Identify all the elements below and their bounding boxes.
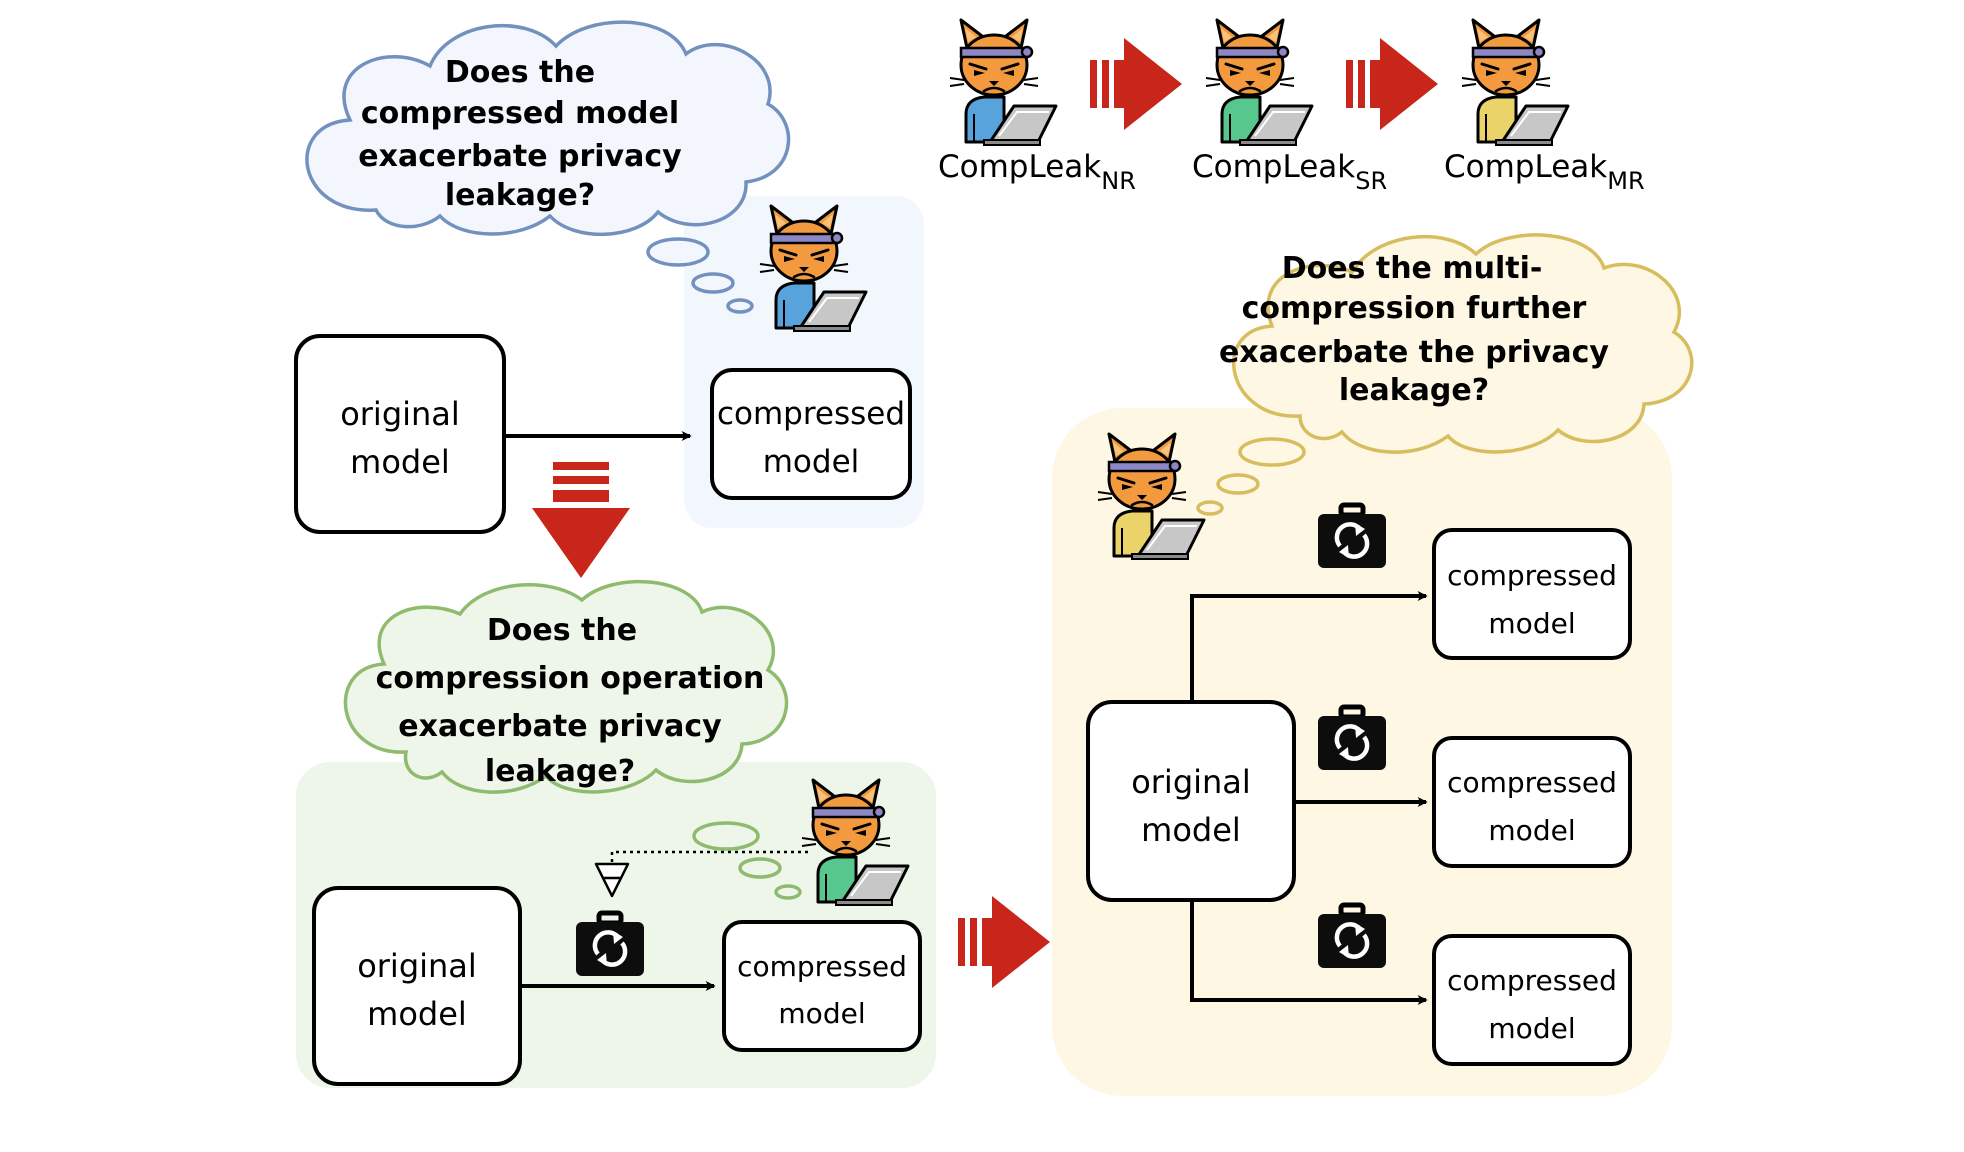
sr-question-line-4: leakage? — [485, 754, 635, 789]
mr-question-line-3: exacerbate the privacy — [1219, 335, 1609, 370]
legend-label-sr-base: CompLeak — [1192, 149, 1355, 185]
mr-compressed-3-label-line-2: model — [1488, 1012, 1575, 1045]
legend-label-nr-base: CompLeak — [938, 149, 1101, 185]
sr-compressed-model-box — [722, 920, 922, 1052]
sr-question-line-2: compression operation — [376, 661, 765, 696]
nr-compressed-model-box — [710, 368, 912, 500]
nr-thought-cloud — [305, 20, 791, 314]
legend-label-mr-sub: MR — [1607, 167, 1644, 195]
legend-attacker-icon-sr — [1204, 18, 1314, 147]
mr-compression-icon-3 — [1318, 905, 1386, 968]
mr-question-line-4: leakage? — [1339, 373, 1489, 408]
mr-compression-arrow-3 — [1190, 900, 1428, 1005]
legend-label-nr-sub: NR — [1101, 167, 1136, 195]
nr-original-model-box — [294, 334, 506, 534]
legend-label-mr: CompLeakMR — [1444, 149, 1645, 195]
nr-original-label-line-2: model — [350, 443, 450, 481]
mr-original-label-line-1: original — [1131, 763, 1251, 801]
legend-label-sr: CompLeakSR — [1192, 149, 1387, 195]
mr-original-label-line-2: model — [1141, 811, 1241, 849]
nr-question-line-1: Does the — [445, 55, 595, 90]
nr-original-label-line-1: original — [340, 395, 460, 433]
nr-compressed-label-line-1: compressed — [717, 396, 905, 432]
mr-compression-icon-1 — [1318, 505, 1386, 568]
legend-attacker-icon-mr — [1460, 18, 1570, 147]
mr-question-line-2: compression further — [1242, 291, 1587, 326]
legend-label-sr-sub: SR — [1355, 167, 1387, 195]
sr-compression-icon — [576, 913, 644, 976]
nr-question-line-2: compressed model — [361, 96, 679, 131]
sr-to-mr-stage-arrow — [958, 896, 1050, 988]
sr-thought-cloud — [343, 579, 802, 900]
nr-question-line-4: leakage? — [445, 178, 595, 213]
mr-compressed-1-label-line-1: compressed — [1447, 559, 1617, 592]
mr-compressed-2-label-line-1: compressed — [1447, 766, 1617, 799]
sr-compressed-label-line-1: compressed — [737, 950, 907, 983]
sr-compressed-label-line-2: model — [778, 997, 865, 1030]
down-stage-arrow — [532, 462, 630, 578]
mr-compressed-2-label-line-2: model — [1488, 814, 1575, 847]
nr-compressed-label-line-2: model — [763, 444, 860, 480]
mr-original-model-box — [1086, 700, 1296, 902]
mr-compressed-model-box-1 — [1432, 528, 1632, 660]
sr-question-line-1: Does the — [487, 613, 637, 648]
legend-attacker-icon-nr — [948, 18, 1058, 147]
mr-compressed-model-box-2 — [1432, 736, 1632, 868]
sr-original-label-line-2: model — [367, 995, 467, 1033]
mr-compression-icon-2 — [1318, 707, 1386, 770]
mr-compressed-model-box-3 — [1432, 934, 1632, 1066]
mr-question-line-1: Does the multi- — [1282, 251, 1543, 286]
legend-label-mr-base: CompLeak — [1444, 149, 1607, 185]
mr-compressed-3-label-line-1: compressed — [1447, 964, 1617, 997]
legend-stage-arrow-2 — [1346, 38, 1438, 130]
mr-thought-cloud — [1196, 233, 1694, 516]
sr-original-model-box — [312, 886, 522, 1086]
mr-compression-arrow-1 — [1190, 591, 1428, 702]
sr-observation-arrowhead — [594, 862, 630, 898]
sr-question-line-3: exacerbate privacy — [398, 709, 722, 744]
sr-observation-path — [610, 850, 808, 872]
legend-stage-arrow-1 — [1090, 38, 1182, 130]
legend-label-nr: CompLeakNR — [938, 149, 1136, 195]
sr-original-label-line-1: original — [357, 947, 477, 985]
mr-compressed-1-label-line-2: model — [1488, 607, 1575, 640]
nr-question-line-3: exacerbate privacy — [358, 139, 682, 174]
